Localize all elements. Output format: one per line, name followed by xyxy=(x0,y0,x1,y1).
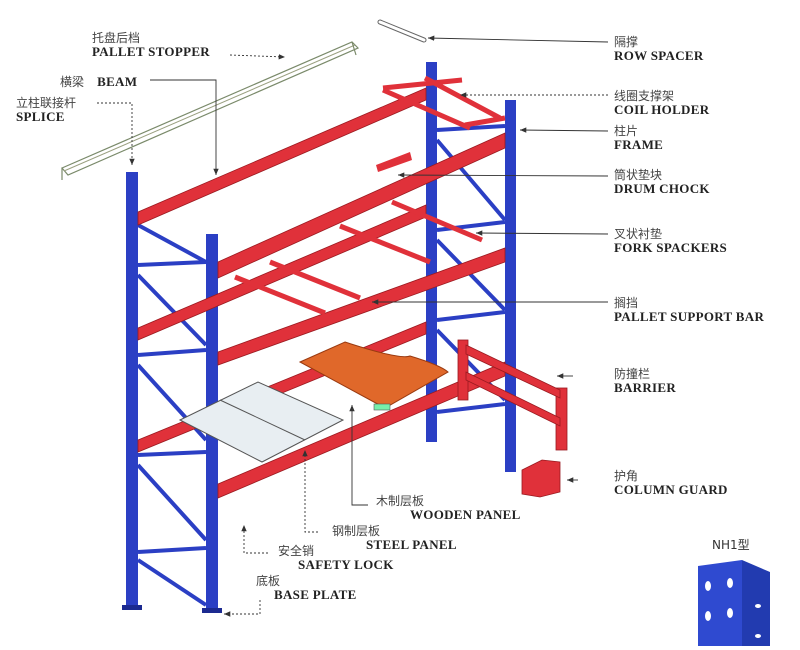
label-en: BARRIER xyxy=(614,380,677,396)
label-en: BEAM xyxy=(97,74,138,89)
label-steel-panel: 钢制层板 STEEL PANEL xyxy=(332,524,457,553)
label-beam: 横梁 BEAM xyxy=(60,72,137,90)
label-barrier: 防撞栏 BARRIER xyxy=(614,367,677,396)
label-cn: 横梁 xyxy=(60,75,85,89)
label-en: PALLET STOPPER xyxy=(92,44,210,60)
label-cn: 防撞栏 xyxy=(614,367,651,381)
steel-panel-part xyxy=(178,381,345,463)
barrier-part xyxy=(457,339,568,451)
label-pallet-stopper: 托盘后档 PALLET STOPPER xyxy=(92,31,210,60)
label-column-guard: 护角 COLUMN GUARD xyxy=(614,469,728,498)
label-cn: 柱片 xyxy=(614,124,639,138)
label-cn: 木制层板 xyxy=(376,494,425,508)
drum-chock-part xyxy=(376,152,412,172)
label-cn: 护角 xyxy=(614,469,639,483)
label-wooden-panel: 木制层板 WOODEN PANEL xyxy=(376,494,521,523)
beams xyxy=(137,87,506,499)
label-cn: 钢制层板 xyxy=(332,524,381,538)
label-coil-holder: 线圈支撑架 COIL HOLDER xyxy=(614,89,710,118)
label-en: COLUMN GUARD xyxy=(614,482,728,498)
label-cn: 立柱联接杆 xyxy=(16,96,77,110)
label-en: ROW SPACER xyxy=(614,48,704,64)
label-cn: 安全销 xyxy=(278,544,315,558)
label-en: COIL HOLDER xyxy=(614,102,710,118)
label-cn: 线圈支撑架 xyxy=(614,89,675,103)
label-cn: 搁挡 xyxy=(614,296,639,310)
label-splice: 立柱联接杆 SPLICE xyxy=(16,96,77,125)
label-safety-lock: 安全销 SAFETY LOCK xyxy=(278,544,394,573)
row-spacer-part xyxy=(377,19,427,43)
label-en: SAFETY LOCK xyxy=(298,557,394,573)
label-en: PALLET SUPPORT BAR xyxy=(614,309,765,325)
label-en: WOODEN PANEL xyxy=(410,507,521,523)
label-cn: 托盘后档 xyxy=(92,31,141,45)
label-en: DRUM CHOCK xyxy=(614,181,710,197)
wooden-panel-part xyxy=(298,341,449,411)
label-en: SPLICE xyxy=(16,109,65,125)
label-cn: 底板 xyxy=(256,574,281,588)
front-frame xyxy=(122,172,222,613)
label-base-plate: 底板 BASE PLATE xyxy=(256,574,357,603)
label-en: FRAME xyxy=(614,137,664,153)
label-cn: 叉状衬垫 xyxy=(614,227,663,241)
coil-holder-part xyxy=(381,75,506,131)
label-en: STEEL PANEL xyxy=(366,537,457,553)
pallet-stopper-part xyxy=(61,41,360,180)
leader-lines xyxy=(97,35,609,617)
label-drum-chock: 筒状垫块 DRUM CHOCK xyxy=(614,168,710,197)
label-frame: 柱片 FRAME xyxy=(614,124,664,153)
label-en: FORK SPACKERS xyxy=(614,240,728,256)
label-cn: 隔撑 xyxy=(614,35,639,49)
label-en: BASE PLATE xyxy=(274,587,357,603)
upright-model-label: NH1型 xyxy=(712,538,750,552)
label-cn: 筒状垫块 xyxy=(614,168,663,182)
label-fork-spackers: 叉状衬垫 FORK SPACKERS xyxy=(614,227,728,256)
column-guard-part xyxy=(521,459,561,498)
label-row-spacer: 隔撑 ROW SPACER xyxy=(614,35,704,64)
fork-spackers-part xyxy=(234,199,483,316)
label-pallet-support-bar: 搁挡 PALLET SUPPORT BAR xyxy=(614,296,765,325)
nh1-upright-profile xyxy=(698,560,770,646)
